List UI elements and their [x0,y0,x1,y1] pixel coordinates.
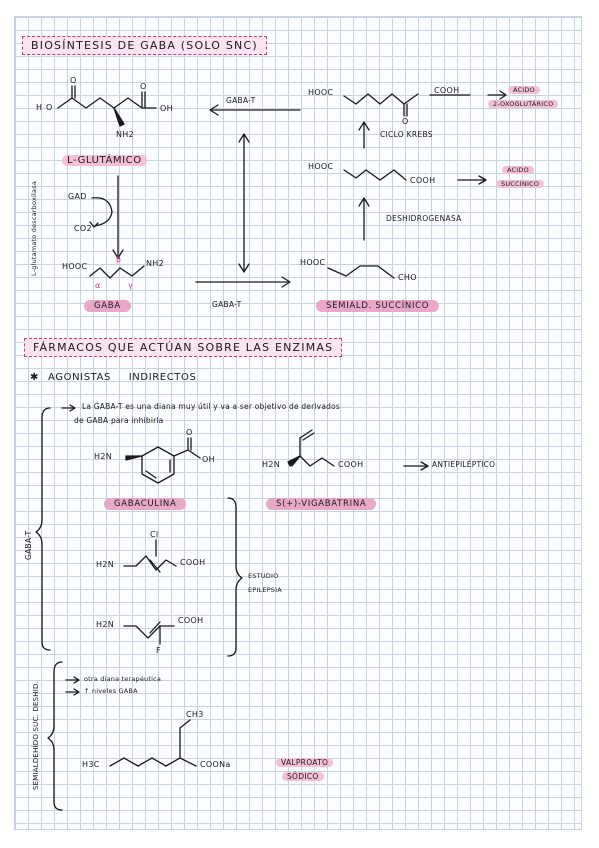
oxo-o: O [402,117,409,126]
estudio-line2: EPILEPSIA [248,586,282,594]
glutamic-oh: OH [160,104,173,113]
valproato-chain [109,757,197,767]
succ-cooh: COOH [410,176,436,185]
glutamic-nh2: NH2 [116,130,134,139]
acido-succinico-line1: ÁCIDO [502,166,534,174]
gaba-t-top-label: GABA-T [226,96,256,105]
gabaculina-h2n: H2N [94,452,112,461]
gabaculina-label: GABACULINA [104,498,187,510]
bracket-label-gaba-t: GABA-T [24,530,33,560]
vigabatrina-cooh: COOH [338,460,364,469]
acido-succinico-line2: SUCCÍNICO [496,180,545,188]
section-title-farmacos: FÁRMACOS QUE ACTÚAN SOBRE LAS ENZIMAS [24,338,343,357]
bracket-label-semialdehido: SEMIALDEHÍDO SUC. DESHID. [32,680,40,790]
f-compound-f: F [156,646,161,655]
semi-hooc: HOOC [300,258,326,267]
diana-line2: ↑ niveles GABA [84,687,138,695]
vigabatrina-h2n: H2N [262,460,280,469]
semialdehido-label: SEMIALD. SUCCÍNICO [316,300,440,312]
gaba-t-bottom-label: GABA-T [212,300,242,309]
cl-compound-cl: Cl [150,530,159,539]
glutamic-o-right: O [140,82,147,91]
agonistas-heading: AGONISTAS INDIRECTOS [48,372,197,383]
oxo-cooh: COOH [434,86,460,95]
valproato-h3c: H3C [82,760,100,769]
bullet-star: ✱ [30,372,39,383]
semialdehyde-chain [327,265,395,279]
side-label-descarboxilasa: L-glutamato descarboxilasa [30,181,38,276]
bracket-estudio [227,497,243,657]
glutamic-wedge [113,107,125,127]
cl-compound-chain [123,555,177,571]
antiepileptico-label: ANTIEPILÉPTICO [432,460,496,469]
gad-label: GAD [68,192,87,201]
valproato-line2: SÓDICO [282,772,324,781]
glutamic-h: H [36,103,43,112]
valproato-ch3: CH3 [186,710,204,719]
gaba-alpha: α [95,281,101,290]
cl-compound-cooh: COOH [180,558,206,567]
section-title-biosintesis: BIOSÍNTESIS DE GABA (SOLO SNC) [22,36,267,55]
grid-paper [14,16,582,830]
ciclo-krebs-label: CICLO KREBS [380,130,433,139]
valproato-coona: COONa [200,760,231,769]
valproato-line1: VALPROATO [276,758,334,767]
succinic-chain [343,169,407,181]
oxoglutaric-chain [343,93,419,105]
glutamic-o-left: O [46,103,53,112]
bracket-semialdehido [47,661,63,811]
oxo-hooc: HOOC [308,88,334,97]
gaba-chain [89,265,145,279]
f-compound-chain [123,625,175,639]
acido-2oxo-line2: 2-OXOGLUTÁRICO [488,100,559,108]
gaba-nh2: NH2 [146,259,164,268]
gaba-label: GABA [84,300,131,312]
cl-compound-h2n: H2N [96,560,114,569]
f-compound-cooh: COOH [178,616,204,625]
gaba-beta: β [116,255,122,264]
gaba-hooc: HOOC [62,262,88,271]
semi-cho: CHO [398,273,417,282]
glutamic-chain [57,97,157,109]
co2-label: CO2 [74,224,92,233]
gabaculina-o: O [186,428,193,437]
acido-2oxo-line1: ÁCIDO [508,86,540,94]
succ-hooc: HOOC [308,162,334,171]
l-glutamic-label: L-GLUTÁMICO [62,155,147,166]
gabaculina-ring [141,446,175,484]
glutamic-o-top: O [70,76,77,85]
vigabatrina-label: S(+)-VIGABATRINA [266,498,377,510]
f-compound-h2n: H2N [96,620,114,629]
deshidrogenasa-label: DESHIDROGENASA [386,214,462,223]
diana-line1: otra diana terapéutica [84,675,162,683]
gaba-gamma: γ [128,281,134,290]
bracket-gaba-t [35,407,51,651]
gabaculina-oh: OH [202,455,215,464]
estudio-line1: ESTUDIO [248,572,279,580]
gad-curve [91,197,113,213]
note-line-1: La GABA-T es una diana muy útil y va a s… [82,402,340,411]
note-line-2: de GABA para inhibirla [74,416,164,425]
